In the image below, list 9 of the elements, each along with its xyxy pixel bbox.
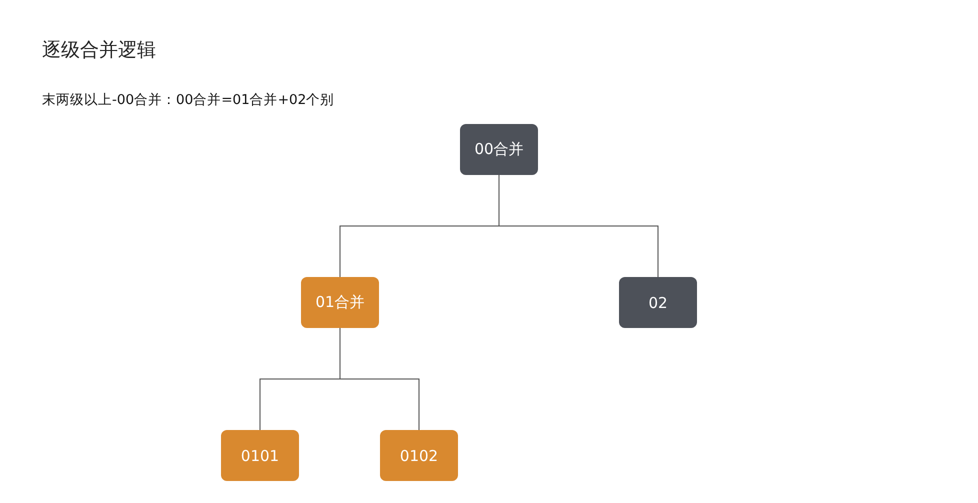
tree-node-box: 0102 bbox=[380, 430, 458, 481]
tree-node-box: 01合并 bbox=[301, 277, 379, 328]
formula-note: 末两级以上-00合并：00合并=01合并+02个别 bbox=[42, 91, 334, 109]
diagram-title: 逐级合并逻辑 bbox=[42, 38, 156, 63]
tree-node-box: 0101 bbox=[221, 430, 299, 481]
connector-line bbox=[340, 328, 420, 430]
tree-node-box: 00合并 bbox=[460, 124, 538, 175]
tree-node-box: 02 bbox=[619, 277, 697, 328]
connector-line bbox=[498, 174, 658, 278]
